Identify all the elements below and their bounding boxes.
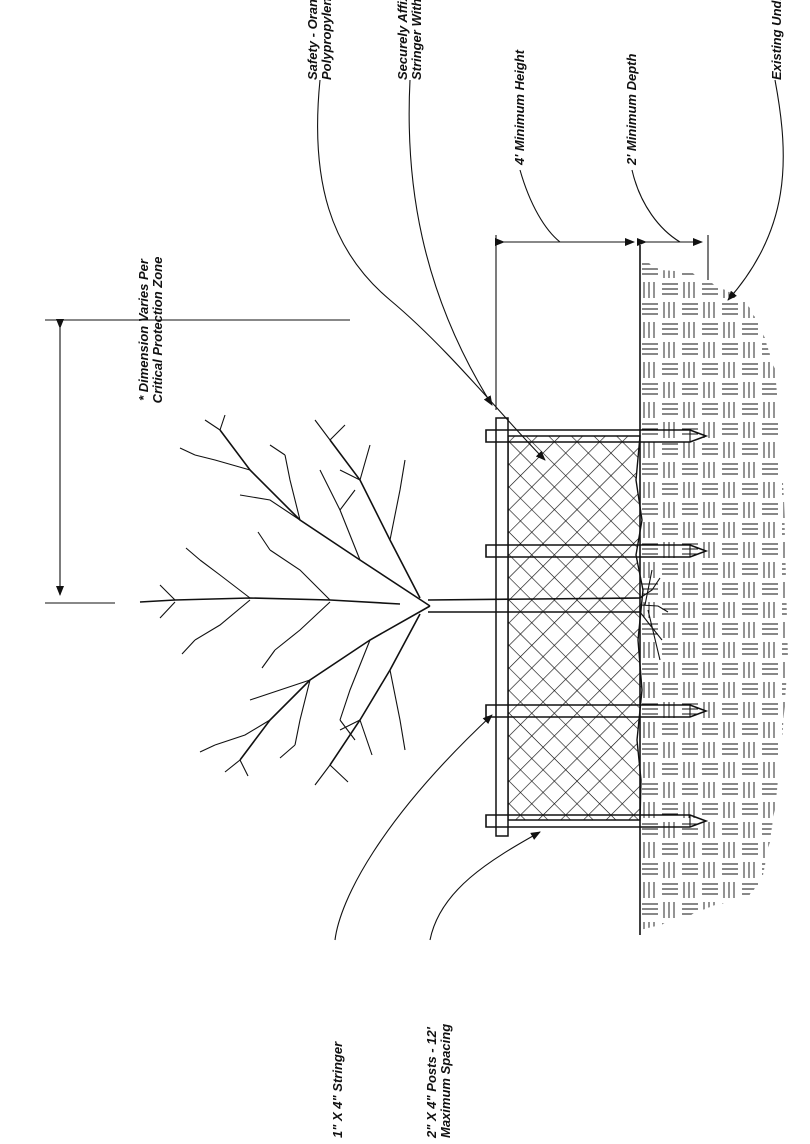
dimension-depth bbox=[631, 169, 709, 280]
stringer-board bbox=[495, 417, 509, 837]
dimension-canopy bbox=[45, 319, 350, 604]
label-stringer: 1" X 4" Stringer bbox=[330, 1041, 345, 1138]
leader-lines bbox=[317, 79, 784, 941]
dimension-height bbox=[495, 169, 635, 410]
orange-safety-fencing bbox=[507, 435, 644, 821]
label-safety-fencing-2: Polypropylene Type Fencing bbox=[319, 0, 334, 80]
soil-section bbox=[639, 245, 788, 935]
labels: * Dimension Varies Per Critical Protecti… bbox=[136, 0, 784, 1139]
label-dimension-varies: * Dimension Varies Per bbox=[136, 258, 151, 401]
tree-illustration bbox=[139, 414, 669, 786]
label-affix-1: Securely Affix Fencing To bbox=[395, 0, 410, 80]
label-min-height: 4' Minimum Height bbox=[512, 49, 527, 166]
label-posts-2: Maximum Spacing bbox=[438, 1024, 453, 1138]
label-safety-fencing-1: Safety - Orange Nylon Or bbox=[305, 0, 320, 80]
label-min-depth: 2' Minimum Depth bbox=[624, 54, 639, 166]
label-critical-protection-zone: Critical Protection Zone bbox=[150, 257, 165, 404]
fence-post bbox=[485, 544, 709, 558]
fence-post bbox=[485, 814, 709, 828]
label-posts-1: 2" X 4" Posts - 12' bbox=[424, 1026, 439, 1139]
fence-post bbox=[485, 429, 709, 443]
label-existing-soil: Existing Undisturbed Soil bbox=[769, 0, 784, 80]
label-affix-2: Stringer With Staples Or Nails bbox=[409, 0, 424, 80]
